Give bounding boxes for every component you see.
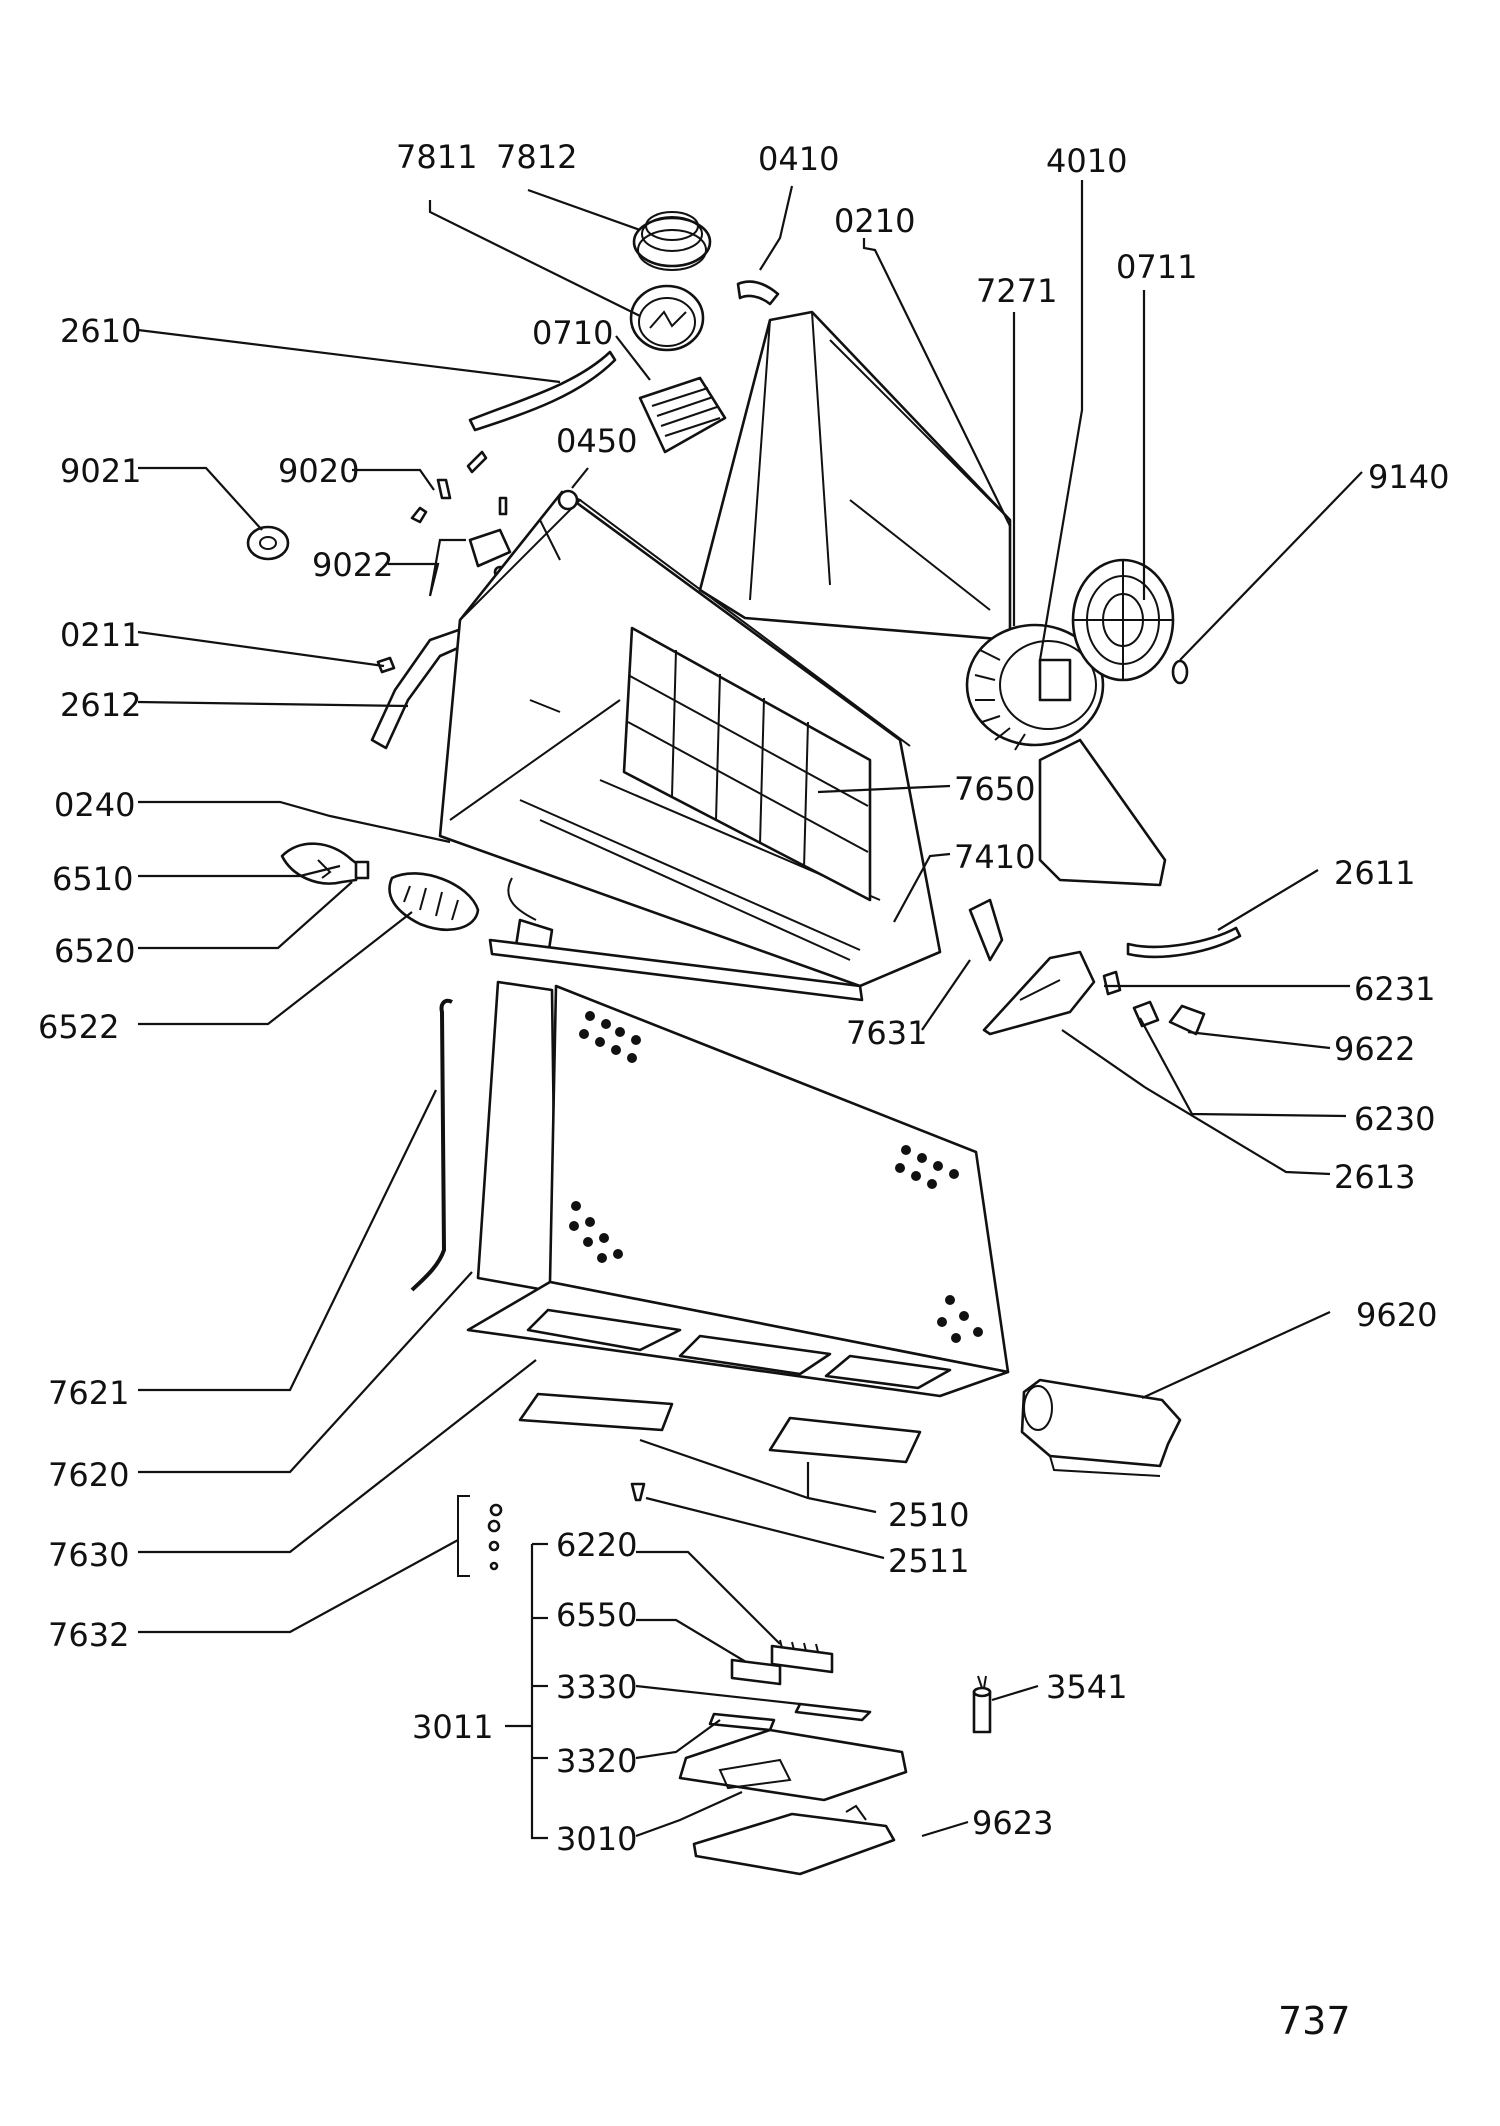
right-trim-strip-drawing <box>1126 926 1242 959</box>
part-label-4010: 4010 <box>1046 142 1127 180</box>
clip-drawing <box>736 280 780 306</box>
leader-lines <box>137 180 1363 1840</box>
part-label-6520: 6520 <box>54 932 135 970</box>
part-label-7650: 7650 <box>954 770 1035 808</box>
damper-ring-drawing <box>629 284 705 352</box>
part-label-0240: 0240 <box>54 786 135 824</box>
wire-rod-drawing <box>410 998 453 1292</box>
part-label-9620: 9620 <box>1356 1296 1437 1334</box>
part-label-0210: 0210 <box>834 202 915 240</box>
lower-cabinet-drawing <box>466 984 1010 1398</box>
side-panel-drawing <box>476 980 558 1294</box>
part-label-2613: 2613 <box>1334 1158 1415 1196</box>
page-number: 737 <box>1278 1999 1351 2043</box>
screw-set-drawing <box>410 450 508 524</box>
fasteners-drawing <box>457 1495 503 1577</box>
lamp-cover-drawing <box>388 872 480 932</box>
part-label-9022: 9022 <box>312 546 393 584</box>
terminal-block-drawing <box>770 1639 834 1674</box>
board-cover-drawing <box>692 1804 896 1876</box>
switch-cover-drawing <box>1168 1004 1206 1036</box>
part-label-9623: 9623 <box>972 1804 1053 1842</box>
part-label-7621: 7621 <box>48 1374 129 1412</box>
bushing-drawing <box>246 525 290 561</box>
side-bracket-drawing <box>968 898 1004 962</box>
part-label-7620: 7620 <box>48 1456 129 1494</box>
part-label-3320: 3320 <box>556 1742 637 1780</box>
part-label-6550: 6550 <box>556 1596 637 1634</box>
part-label-0410: 0410 <box>758 140 839 178</box>
part-label-3010: 3010 <box>556 1820 637 1858</box>
scroll-housing-drawing <box>1038 738 1167 887</box>
part-label-2511: 2511 <box>888 1542 969 1580</box>
filter-left-drawing <box>518 1392 674 1432</box>
lamp-bulb-drawing <box>280 842 370 885</box>
part-label-6231: 6231 <box>1354 970 1435 1008</box>
fan-guard-drawing <box>1071 558 1175 682</box>
trim-strip-drawing <box>468 350 617 432</box>
part-label-0450: 0450 <box>556 422 637 460</box>
part-label-7632: 7632 <box>48 1616 129 1654</box>
part-label-7271: 7271 <box>976 272 1057 310</box>
small-clip-drawing <box>376 656 396 674</box>
capacitor-drawing <box>972 1675 992 1734</box>
part-label-3330: 3330 <box>556 1668 637 1706</box>
part-label-7812: 7812 <box>496 138 577 176</box>
part-label-2610: 2610 <box>60 312 141 350</box>
switch-drawing <box>1132 1000 1160 1028</box>
grease-grille-drawing <box>638 376 727 454</box>
duct-collar-drawing <box>632 211 712 271</box>
bottom-strip-drawing <box>488 938 864 1002</box>
part-label-0710: 0710 <box>532 314 613 352</box>
main-housing-drawing <box>438 489 942 988</box>
o-ring-drawing <box>1171 659 1189 685</box>
part-label-6510: 6510 <box>52 860 133 898</box>
part-label-6220: 6220 <box>556 1526 637 1564</box>
part-label-9021: 9021 <box>60 452 141 490</box>
part-label-3541: 3541 <box>1046 1668 1127 1706</box>
part-label-6230: 6230 <box>1354 1100 1435 1138</box>
part-drawings <box>246 211 1242 1876</box>
part-label-7631: 7631 <box>846 1014 927 1052</box>
filter-right-drawing <box>768 1416 922 1464</box>
filter-screw-drawing <box>630 1482 646 1502</box>
connector-drawing <box>730 1658 782 1686</box>
part-label-6522: 6522 <box>38 1008 119 1046</box>
board-clip-drawing <box>794 1702 872 1722</box>
part-label-2510: 2510 <box>888 1496 969 1534</box>
part-label-7410: 7410 <box>954 838 1035 876</box>
chimney-cover-drawing <box>698 310 1012 642</box>
part-label-7811: 7811 <box>396 138 477 176</box>
part-number-labels: 7811 7812 0410 0210 4010 0711 7271 2610 … <box>38 138 1449 1858</box>
mount-bracket-drawing <box>982 950 1096 1036</box>
board-support-drawing <box>708 1712 776 1732</box>
part-label-0211: 0211 <box>60 616 141 654</box>
part-label-7630: 7630 <box>48 1536 129 1574</box>
switch-knob-drawing <box>1102 970 1122 996</box>
light-bar-drawing <box>1020 1378 1182 1477</box>
part-label-9020: 9020 <box>278 452 359 490</box>
part-label-3011: 3011 <box>412 1708 493 1746</box>
part-label-0711: 0711 <box>1116 248 1197 286</box>
control-board-drawing <box>678 1728 908 1802</box>
part-label-2612: 2612 <box>60 686 141 724</box>
fan-wheel-drawing <box>965 623 1105 751</box>
part-label-2611: 2611 <box>1334 854 1415 892</box>
part-label-9140: 9140 <box>1368 458 1449 496</box>
part-label-9622: 9622 <box>1334 1030 1415 1068</box>
